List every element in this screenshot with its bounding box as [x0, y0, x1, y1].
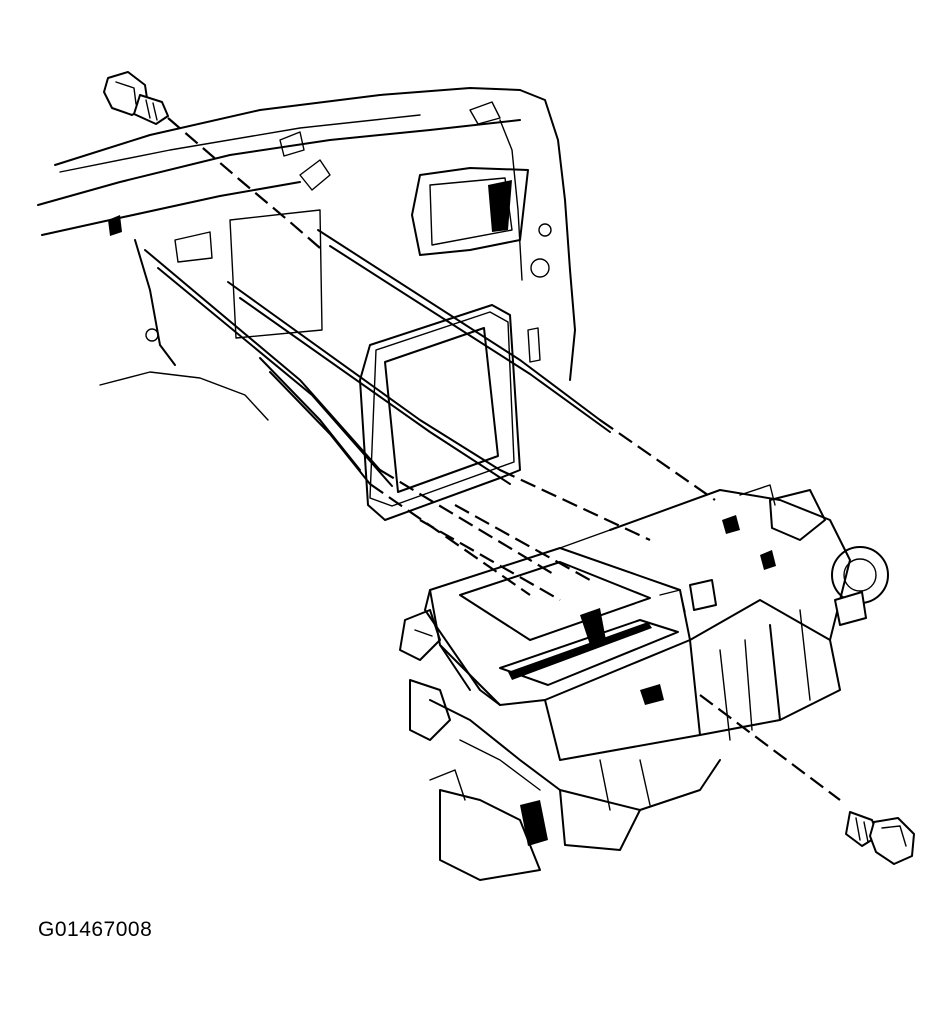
figure-code: G01467008 — [38, 918, 153, 941]
upper-mounting-bolt — [103, 71, 321, 249]
stud-alignment-lines — [144, 229, 716, 601]
exploded-view-diagram — [37, 71, 915, 881]
lower-mounting-bolt — [699, 694, 915, 865]
firewall-dash-panel — [37, 87, 576, 421]
gasket-seal — [359, 304, 521, 521]
heater-ac-module-housing — [399, 484, 889, 881]
